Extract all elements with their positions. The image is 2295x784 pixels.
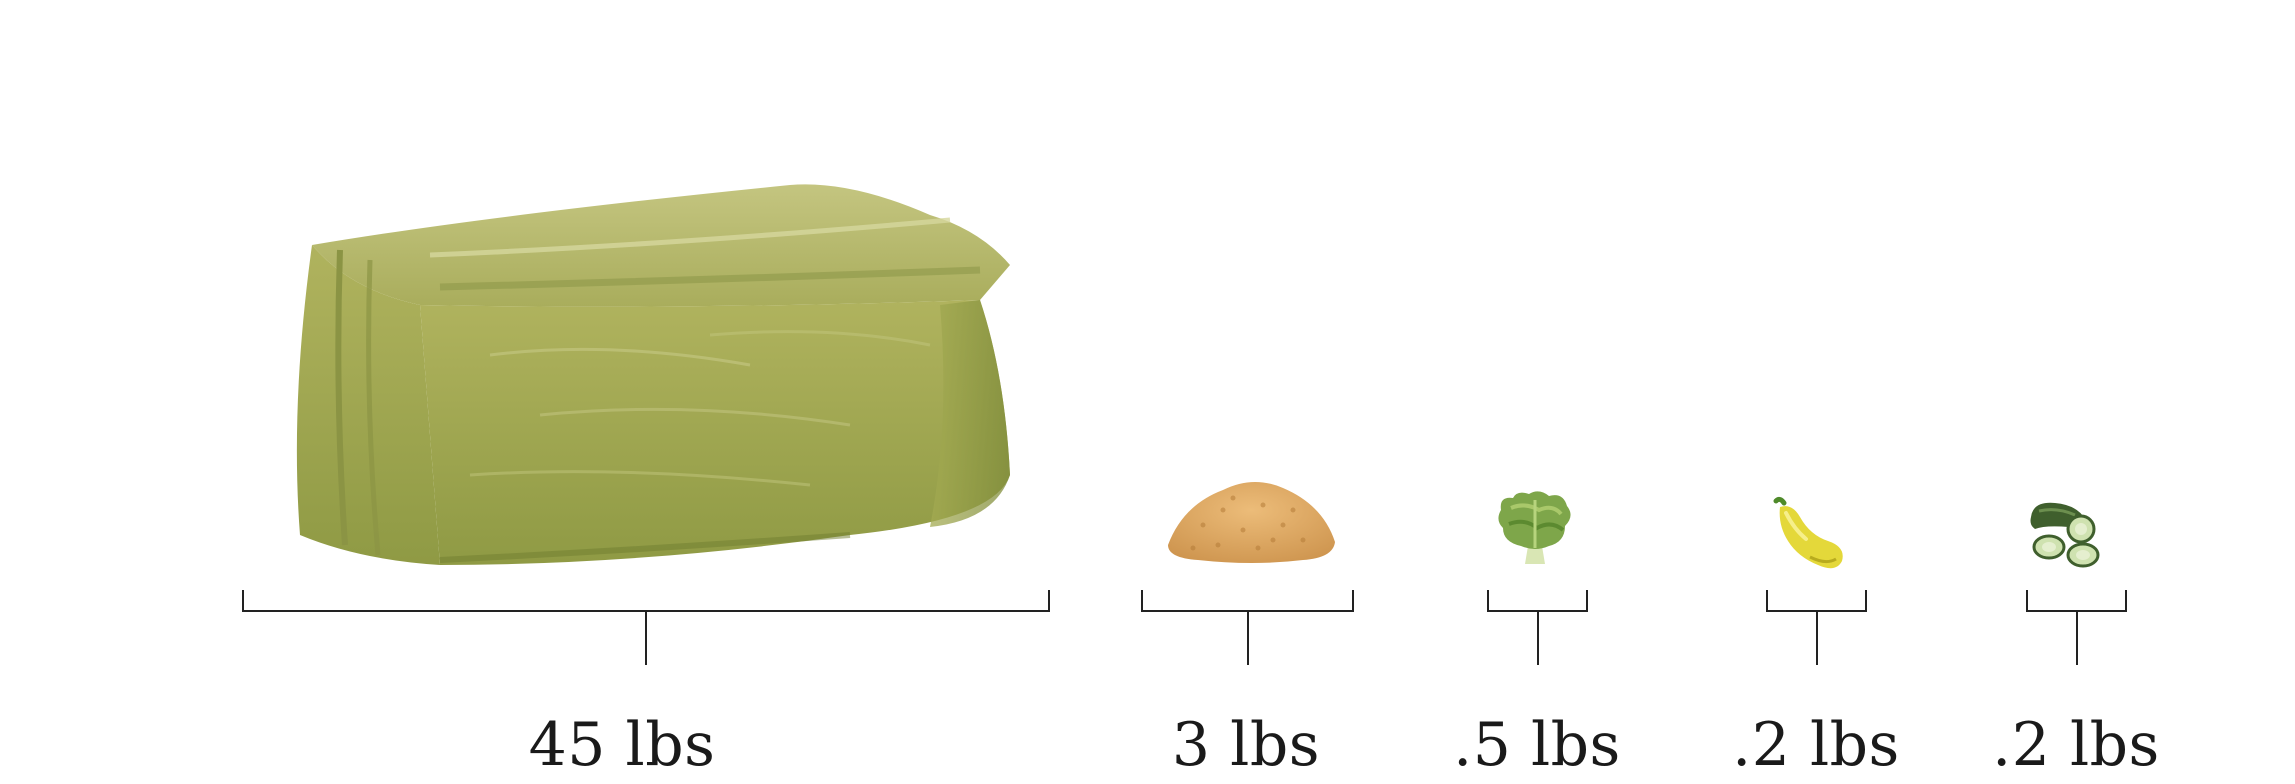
cucumber-bracket-stem xyxy=(2075,610,2078,665)
lettuce-icon xyxy=(1498,491,1571,564)
squash-bracket xyxy=(1766,590,1867,665)
hay-bale-icon xyxy=(296,184,1010,565)
cucumber-weight-label: .2 lbs xyxy=(1992,710,2160,780)
cucumber-icon xyxy=(2030,502,2100,568)
grain-pile-icon xyxy=(1168,481,1335,563)
hay-bale-weight-label: 45 lbs xyxy=(528,710,716,780)
squash-weight-label: .2 lbs xyxy=(1732,710,1900,780)
hay-bale-bracket xyxy=(242,590,1050,665)
grain-bracket xyxy=(1141,590,1354,665)
squash-bracket-stem xyxy=(1815,610,1818,665)
cucumber-bracket xyxy=(2026,590,2127,665)
grain-weight-label: 3 lbs xyxy=(1171,710,1321,780)
lettuce-bracket xyxy=(1487,590,1588,665)
lettuce-weight-label: .5 lbs xyxy=(1453,710,1621,780)
lettuce-bracket-stem xyxy=(1536,610,1539,665)
grain-bracket-stem xyxy=(1246,610,1249,665)
squash-icon xyxy=(1773,496,1843,569)
hay-bale-bracket-stem xyxy=(645,610,647,665)
